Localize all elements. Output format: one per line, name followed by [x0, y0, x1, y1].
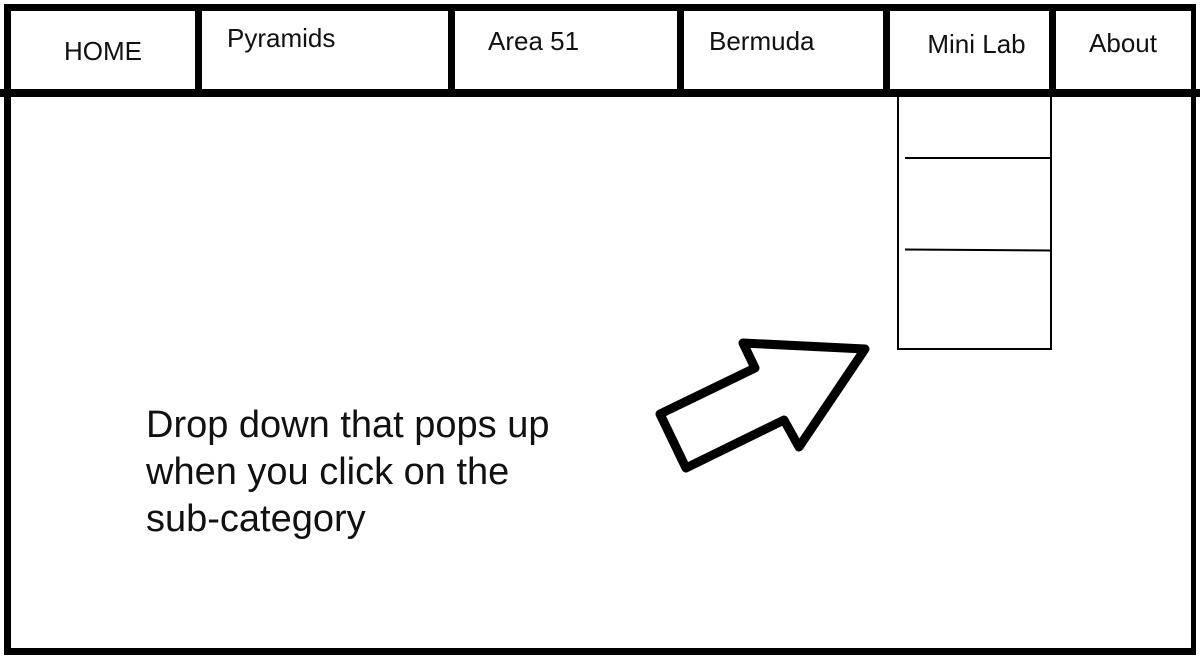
mini-lab-dropdown [897, 95, 1053, 350]
dropdown-option[interactable] [899, 95, 1050, 157]
nav-divider [195, 6, 202, 92]
annotation-note: Drop down that pops up when you click on… [146, 404, 550, 540]
nav-item-area-51-label: Area 51 [488, 25, 580, 56]
nav-item-about-label: About [1089, 27, 1157, 58]
nav-divider [448, 6, 455, 92]
nav-divider [1049, 6, 1056, 92]
arrow-shape [655, 338, 870, 473]
nav-item-home[interactable]: HOME [11, 6, 195, 90]
nav-item-mini-lab[interactable]: Mini Lab [890, 6, 1049, 90]
nav-divider [883, 6, 890, 92]
nav-item-pyramids-label: Pyramids [227, 22, 336, 53]
nav-item-mini-lab-label: Mini Lab [927, 28, 1026, 59]
nav-item-about[interactable]: About [1056, 6, 1188, 90]
dropdown-separator [905, 157, 1052, 159]
nav-item-area-51[interactable]: Area 51 [455, 6, 677, 90]
nav-item-pyramids[interactable]: Pyramids [202, 6, 448, 90]
dropdown-option[interactable] [899, 251, 1050, 348]
nav-item-bermuda-label: Bermuda [709, 25, 815, 56]
nav-divider [677, 6, 684, 92]
nav-item-bermuda[interactable]: Bermuda [684, 6, 883, 90]
nav-item-home-label: HOME [64, 35, 142, 66]
page-frame [4, 4, 1196, 655]
arrow-icon [655, 338, 870, 473]
dropdown-option[interactable] [899, 159, 1050, 249]
top-navigation: HOME Pyramids Area 51 Bermuda Mini Lab A… [0, 0, 1200, 96]
nav-bottom-rule [0, 89, 1200, 97]
